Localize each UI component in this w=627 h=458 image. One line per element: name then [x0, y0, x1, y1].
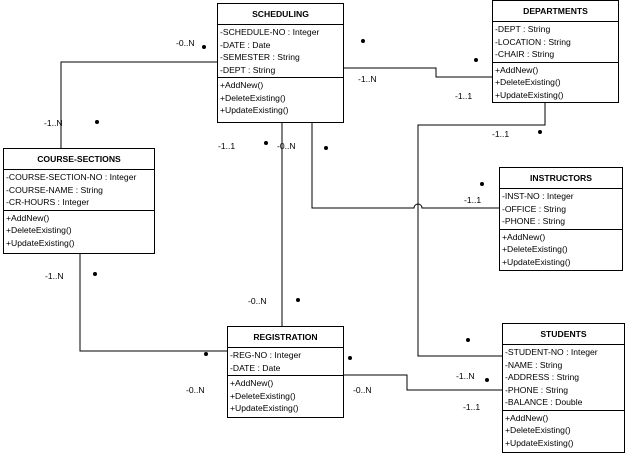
operation: +AddNew() [6, 212, 50, 223]
operations-section: +AddNew() +DeleteExisting() +UpdateExist… [218, 78, 343, 118]
attributes-section: -SCHEDULE-NO : Integer -DATE : Date -SEM… [218, 25, 343, 78]
class-course-sections[interactable]: COURSE-SECTIONS -COURSE-SECTION-NO : Int… [3, 148, 155, 254]
attributes-section: -INST-NO : Integer -OFFICE : String -PHO… [500, 189, 622, 230]
multiplicity-label: -1..1 [463, 402, 481, 412]
association-end-dot [202, 45, 206, 49]
association-line-scheduling-instructors [311, 123, 499, 209]
operation: +UpdateExisting() [6, 237, 75, 248]
association-end-dot [348, 356, 352, 360]
attribute: -REG-NO : Integer [230, 350, 302, 360]
attribute: -SCHEDULE-NO : Integer [220, 27, 320, 37]
attribute: -PHONE : String [502, 216, 566, 226]
association-end-dot [485, 378, 489, 382]
attribute: -CHAIR : String [495, 49, 555, 59]
class-name: INSTRUCTORS [500, 168, 622, 189]
multiplicity-label: -0..N [277, 141, 296, 151]
association-line-coursesections-scheduling [60, 61, 217, 148]
multiplicity-label: -1..N [45, 271, 64, 281]
class-name: STUDENTS [503, 324, 624, 345]
operations-section: +AddNew() +DeleteExisting() +UpdateExist… [500, 230, 622, 270]
association-end-dot [264, 141, 268, 145]
attribute: -SEMESTER : String [220, 52, 300, 62]
attribute: -STUDENT-NO : Integer [505, 347, 598, 357]
class-name: DEPARTMENTS [493, 1, 618, 22]
class-scheduling[interactable]: SCHEDULING -SCHEDULE-NO : Integer -DATE … [217, 3, 344, 123]
operation: +DeleteExisting() [6, 225, 72, 235]
operation: +AddNew() [495, 64, 539, 75]
attribute: -LOCATION : String [495, 36, 571, 47]
operation: +DeleteExisting() [502, 244, 568, 254]
multiplicity-label: -0..N [353, 385, 372, 395]
association-line-registration-students [344, 374, 502, 391]
association-end-dot [93, 272, 97, 276]
association-end-dot [538, 130, 542, 134]
class-registration[interactable]: REGISTRATION -REG-NO : Integer -DATE : D… [227, 326, 344, 418]
association-end-dot [204, 352, 208, 356]
operation: +DeleteExisting() [505, 425, 571, 435]
association-line-scheduling-departments [344, 67, 492, 78]
multiplicity-label: -1..N [358, 74, 377, 84]
attribute: -CR-HOURS : Integer [6, 197, 90, 207]
multiplicity-label: -1..1 [455, 91, 473, 101]
class-name: REGISTRATION [228, 327, 343, 348]
operations-section: +AddNew() +DeleteExisting() +UpdateExist… [4, 211, 154, 251]
operation: +AddNew() [502, 231, 546, 242]
class-students[interactable]: STUDENTS -STUDENT-NO : Integer -NAME : S… [502, 323, 625, 453]
multiplicity-label: -0..N [186, 385, 205, 395]
operation: +AddNew() [505, 412, 549, 423]
multiplicity-label: -1..N [44, 118, 63, 128]
operation: +UpdateExisting() [230, 403, 299, 413]
operation: +AddNew() [220, 80, 264, 90]
multiplicity-label: -1..1 [218, 141, 236, 151]
operation: +UpdateExisting() [495, 89, 564, 100]
association-end-dot [324, 146, 328, 150]
multiplicity-label: -1..N [456, 371, 475, 381]
association-line-coursesections-registration [79, 254, 227, 352]
class-instructors[interactable]: INSTRUCTORS -INST-NO : Integer -OFFICE :… [499, 167, 623, 271]
association-end-dot [296, 298, 300, 302]
class-name: SCHEDULING [218, 4, 343, 25]
operation: +UpdateExisting() [220, 105, 289, 115]
class-name: COURSE-SECTIONS [4, 149, 154, 170]
attribute: -DEPT : String [495, 24, 551, 34]
attribute: -COURSE-SECTION-NO : Integer [6, 172, 137, 182]
association-line-departments-students [417, 103, 546, 357]
attribute: -DATE : Date [220, 39, 271, 50]
attribute: -ADDRESS : String [505, 372, 580, 382]
operations-section: +AddNew() +DeleteExisting() +UpdateExist… [493, 63, 618, 103]
operation: +AddNew() [230, 378, 274, 388]
operations-section: +AddNew() +DeleteExisting() +UpdateExist… [503, 411, 624, 451]
attribute: -NAME : String [505, 359, 563, 370]
multiplicity-label: -0..N [248, 296, 267, 306]
operation: +DeleteExisting() [230, 390, 296, 401]
association-end-dot [361, 39, 365, 43]
association-end-dot [474, 58, 478, 62]
class-departments[interactable]: DEPARTMENTS -DEPT : String -LOCATION : S… [492, 0, 619, 103]
association-end-dot [480, 182, 484, 186]
operation: +DeleteExisting() [495, 77, 561, 87]
association-end-dot [466, 338, 470, 342]
attribute: -PHONE : String [505, 384, 569, 395]
operation: +UpdateExisting() [502, 256, 571, 267]
operations-section: +AddNew() +DeleteExisting() +UpdateExist… [228, 376, 343, 416]
multiplicity-label: -1..1 [464, 195, 482, 205]
association-end-dot [95, 120, 99, 124]
attribute: -DEPT : String [220, 64, 276, 75]
attributes-section: -STUDENT-NO : Integer -NAME : String -AD… [503, 345, 624, 411]
attribute: -DATE : Date [230, 362, 281, 373]
attribute: -COURSE-NAME : String [6, 184, 103, 195]
attributes-section: -DEPT : String -LOCATION : String -CHAIR… [493, 22, 618, 63]
operation: +DeleteExisting() [220, 92, 286, 103]
attribute: -OFFICE : String [502, 203, 566, 214]
attribute: -INST-NO : Integer [502, 191, 574, 201]
attributes-section: -COURSE-SECTION-NO : Integer -COURSE-NAM… [4, 170, 154, 211]
multiplicity-label: -1..1 [492, 129, 510, 139]
attributes-section: -REG-NO : Integer -DATE : Date [228, 348, 343, 376]
multiplicity-label: -0..N [176, 38, 195, 48]
operation: +UpdateExisting() [505, 437, 574, 448]
attribute: -BALANCE : Double [505, 397, 583, 407]
